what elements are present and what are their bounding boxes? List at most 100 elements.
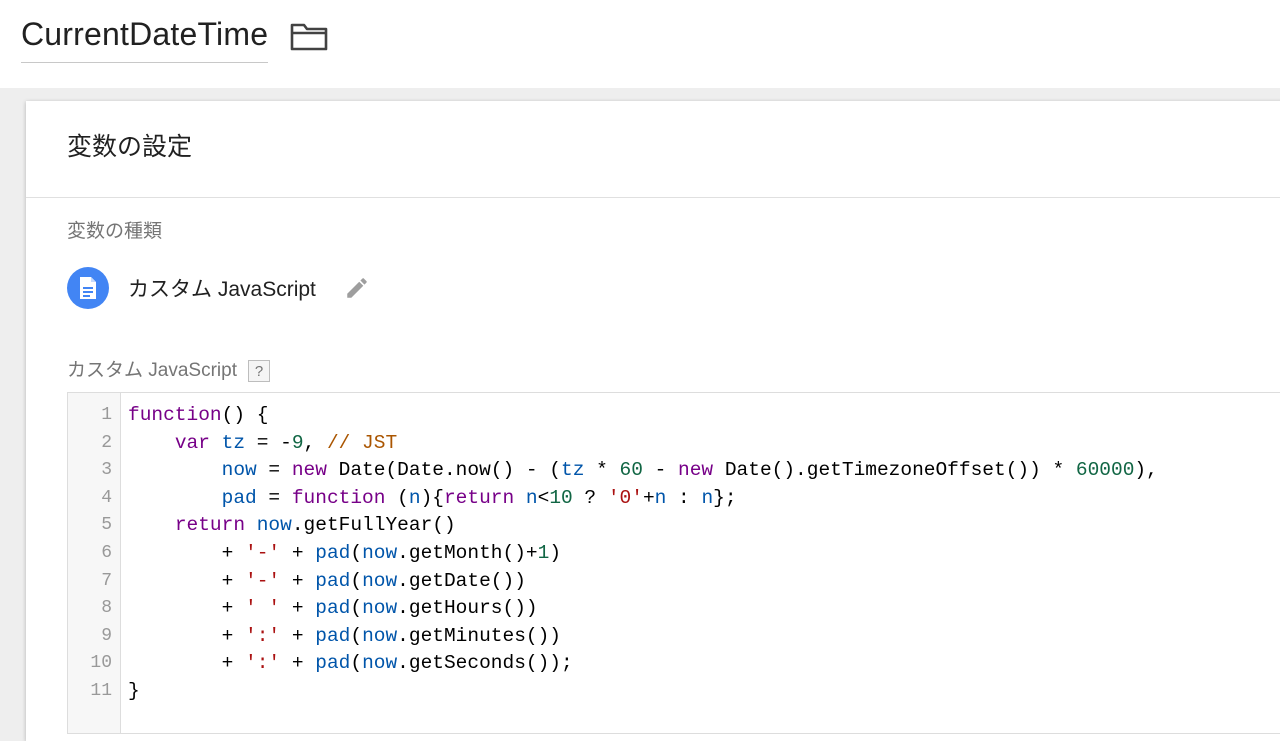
code-line: 10 + ':' + pad(now.getSeconds()); — [68, 650, 1280, 678]
code-token: .getMinutes()) — [397, 624, 561, 647]
code-token: + — [280, 652, 316, 675]
code-token: .getDate()) — [397, 569, 526, 592]
line-number: 6 — [101, 542, 112, 563]
code-token: ':' — [245, 652, 281, 675]
code-token: n — [525, 486, 538, 509]
code-text: function() { — [128, 402, 268, 430]
code-token: ) — [549, 541, 562, 564]
code-token: return — [443, 486, 515, 509]
variable-type-label: 変数の種類 — [67, 221, 163, 242]
code-text: } — [128, 678, 140, 706]
code-token: + — [280, 541, 316, 564]
code-token: } — [128, 679, 140, 702]
line-number: 4 — [101, 487, 112, 508]
code-text: + ':' + pad(now.getMinutes()) — [128, 623, 561, 651]
line-number: 3 — [101, 460, 112, 481]
code-token: now — [362, 624, 398, 647]
code-line: 4 pad = function (n){return n<10 ? '0'+n… — [68, 485, 1280, 513]
title-wrap: CurrentDateTime — [21, 14, 328, 63]
code-token: n — [408, 486, 421, 509]
code-token: new — [678, 459, 714, 482]
code-token: + — [128, 652, 246, 675]
code-token — [128, 487, 222, 509]
code-line: 6 + '-' + pad(now.getMonth()+1) — [68, 540, 1280, 568]
variable-type-name: カスタム JavaScript — [128, 278, 316, 301]
code-text: now = new Date(Date.now() - (tz * 60 - n… — [128, 457, 1158, 485]
code-token: .getSeconds()); — [397, 652, 573, 675]
code-token: ' ' — [245, 597, 281, 620]
code-text: var tz = -9, // JST — [128, 430, 397, 458]
code-token: now — [362, 652, 398, 675]
code-token — [128, 432, 175, 454]
code-line: 5 return now.getFullYear() — [68, 512, 1280, 540]
code-token: * — [584, 459, 620, 482]
code-token: new — [291, 459, 327, 482]
code-token: < — [537, 486, 550, 509]
code-token: tz — [561, 459, 585, 482]
code-text: + '-' + pad(now.getDate()) — [128, 568, 526, 596]
folder-icon[interactable] — [290, 21, 328, 51]
code-token: 10 — [549, 486, 573, 509]
code-token: + — [128, 569, 246, 592]
line-number: 9 — [101, 625, 112, 646]
code-token: 9 — [291, 431, 304, 454]
code-line: 7 + '-' + pad(now.getDate()) — [68, 568, 1280, 596]
code-token: 1 — [537, 541, 550, 564]
code-token: '-' — [245, 569, 281, 592]
top-bar: CurrentDateTime — [0, 0, 1280, 88]
code-token: ( — [350, 541, 363, 564]
code-token: ? — [572, 486, 608, 509]
line-number: 10 — [90, 653, 112, 674]
code-token: pad — [315, 597, 351, 620]
code-token: ){ — [420, 486, 444, 509]
code-token: + — [642, 486, 655, 509]
code-token: n — [654, 486, 667, 509]
code-token: - — [642, 459, 679, 482]
help-icon[interactable]: ? — [247, 360, 270, 382]
code-line: 11} — [68, 678, 1280, 706]
code-token: ), — [1134, 459, 1158, 482]
code-token: = — [256, 486, 292, 509]
code-token: ( — [350, 652, 363, 675]
document-icon — [67, 267, 109, 309]
code-token: + — [280, 597, 316, 620]
code-token — [210, 432, 222, 454]
code-token: pad — [315, 541, 351, 564]
code-token: pad — [315, 652, 351, 675]
line-number: 8 — [101, 598, 112, 619]
variable-type-row[interactable]: カスタム JavaScript — [67, 267, 370, 309]
code-line: 2 var tz = -9, // JST — [68, 430, 1280, 458]
code-line: 8 + ' ' + pad(now.getHours()) — [68, 595, 1280, 623]
line-number: 1 — [101, 405, 112, 425]
code-token: pad — [315, 569, 351, 592]
code-token: function — [128, 404, 222, 426]
code-token — [128, 514, 175, 536]
code-text: pad = function (n){return n<10 ? '0'+n :… — [128, 485, 737, 513]
code-token: () { — [221, 404, 269, 426]
code-token: function — [291, 486, 386, 509]
code-token: '0' — [607, 486, 643, 509]
code-token: ( — [385, 486, 409, 509]
code-line: 1 function() { — [68, 402, 1280, 430]
variable-name-title[interactable]: CurrentDateTime — [21, 14, 269, 63]
code-token: + — [128, 597, 246, 620]
code-token: + — [280, 624, 316, 647]
pencil-icon[interactable] — [344, 275, 370, 301]
code-token: now — [362, 541, 398, 564]
code-token: .getMonth()+ — [397, 541, 538, 564]
code-token: , — [303, 431, 327, 454]
code-token: now — [362, 569, 398, 592]
code-token: + — [128, 624, 246, 647]
code-token — [245, 514, 257, 536]
code-token: // JST — [326, 431, 398, 454]
code-text: + '-' + pad(now.getMonth()+1) — [128, 540, 561, 568]
code-text: return now.getFullYear() — [128, 512, 456, 540]
code-label-row: カスタム JavaScript ? — [67, 357, 270, 385]
panel-header: 変数の設定 — [26, 101, 1280, 198]
code-text: + ':' + pad(now.getSeconds()); — [128, 650, 573, 678]
code-token: }; — [713, 486, 737, 509]
code-token: return — [174, 514, 246, 537]
code-token: now — [256, 514, 292, 537]
